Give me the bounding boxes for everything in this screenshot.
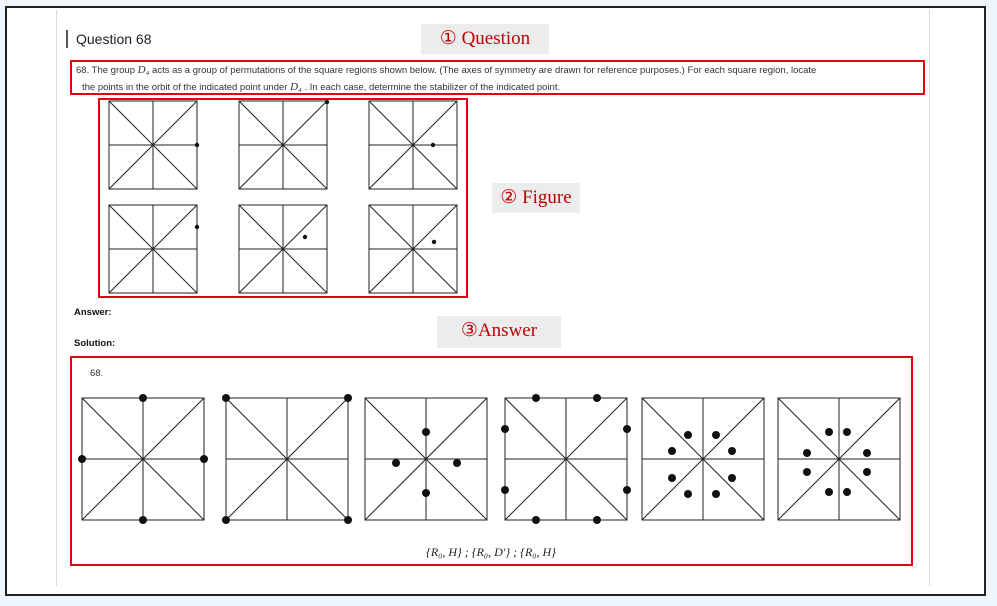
answer-5-point-2 [712, 431, 720, 439]
answer-4-point-5 [501, 486, 509, 494]
solution-label: Solution: [74, 338, 116, 349]
answer-6-point-3 [803, 449, 811, 457]
answer-6-point-6 [863, 468, 871, 476]
answer-2-point-3 [222, 516, 230, 524]
answer-3-point-4 [453, 459, 461, 467]
figure-point-6 [431, 239, 437, 245]
answer-6-point-1 [825, 428, 833, 436]
question-text-part4: . In each case, determine the stabilizer… [301, 82, 561, 93]
question-text-part1: 68. The group [76, 65, 138, 76]
answer-6-point-5 [803, 468, 811, 476]
answer-6-point-7 [825, 488, 833, 496]
answer-4-point-8 [593, 516, 601, 524]
question-highlight-box [70, 60, 925, 95]
answer-1-point-4 [200, 455, 208, 463]
answer-highlight-box [70, 356, 913, 566]
group-symbol-2: D₄ [290, 81, 302, 93]
question-text-part3: the points in the orbit of the indicated… [82, 82, 291, 93]
answer-3-point-3 [392, 459, 400, 467]
answer-1-point-1 [139, 394, 147, 402]
answer-5-point-4 [728, 447, 736, 455]
answer-4-point-7 [532, 516, 540, 524]
question-text-part2: acts as a group of permutations of the s… [149, 65, 817, 76]
answer-4-point-1 [532, 394, 540, 402]
figure-highlight-box [98, 98, 468, 298]
answer-2-point-1 [222, 394, 230, 402]
answer-4-point-6 [623, 486, 631, 494]
answer-5-point-6 [728, 474, 736, 482]
question-card [56, 10, 930, 586]
answer-4-point-4 [623, 425, 631, 433]
answer-6-point-8 [843, 488, 851, 496]
callout-answer: ③Answer [437, 316, 561, 348]
stabilizers-answer: {R₀, H} ; {R₀, D′} ; {R₀, H} [426, 545, 556, 559]
question-text: 68. The group D₄ acts as a group of perm… [76, 62, 918, 96]
answer-5-point-3 [668, 447, 676, 455]
answer-6-point-4 [863, 449, 871, 457]
answer-5-point-7 [684, 490, 692, 498]
answer-1-point-2 [139, 516, 147, 524]
answer-5-point-5 [668, 474, 676, 482]
answer-4-point-3 [501, 425, 509, 433]
document-frame [5, 6, 986, 596]
answer-5-point-1 [684, 431, 692, 439]
figure-point-4 [194, 224, 200, 230]
group-symbol: D₄ [137, 64, 150, 76]
answer-6-point-2 [843, 428, 851, 436]
answer-3-point-1 [422, 428, 430, 436]
answer-1-point-3 [78, 455, 86, 463]
answer-2-point-4 [344, 516, 352, 524]
figure-point-5 [302, 234, 308, 240]
callout-question: ① Question [421, 24, 549, 54]
answer-2-point-2 [344, 394, 352, 402]
figure-point-1 [194, 142, 200, 148]
figure-point-2 [324, 99, 330, 105]
solution-number: 68. [90, 368, 104, 379]
answer-4-point-2 [593, 394, 601, 402]
answer-3-point-2 [422, 489, 430, 497]
figure-point-3 [430, 142, 436, 148]
callout-figure: ② Figure [492, 183, 580, 213]
answer-5-point-8 [712, 490, 720, 498]
question-title: Question 68 [66, 30, 152, 48]
answer-label: Answer: [74, 307, 112, 318]
